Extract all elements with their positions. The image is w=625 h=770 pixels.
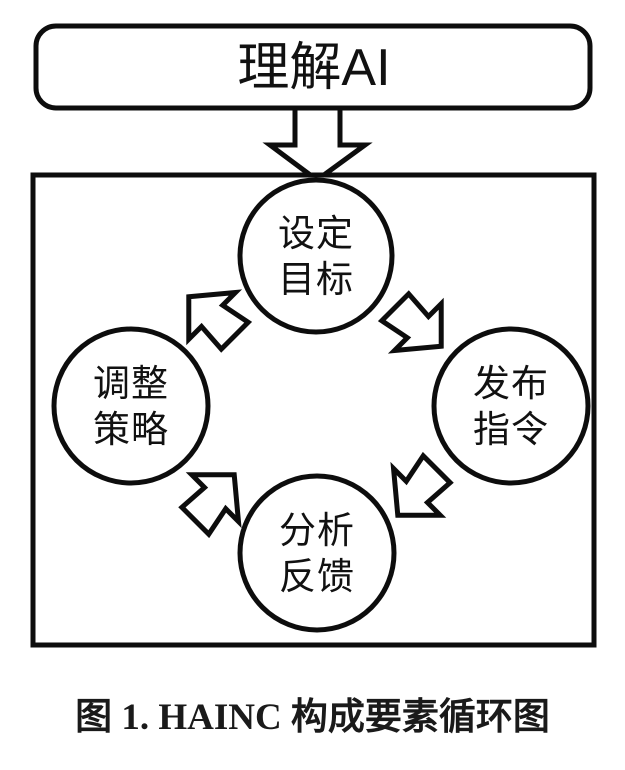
block-arrow-down-right-icon [377,290,444,354]
cycle-node-adjust-strategy[interactable]: 调整 策略 [51,326,211,486]
node-circle-issue-commands [431,326,591,486]
connector-arrow-down [262,105,373,184]
header-node: 理解AI [33,23,593,111]
node-label-adjust-strategy-line2: 策略 [93,409,169,450]
cycle-arrow-top-to-right [377,290,444,354]
node-label-issue-commands-line1: 发布 [473,363,549,404]
header-label: 理解AI [237,39,390,97]
node-circle-set-goals [237,177,395,335]
node-label-analyze-feedback-line1: 分析 [279,510,355,551]
cycle-node-set-goals[interactable]: 设定 目标 [237,177,395,335]
block-arrow-up-left-icon [178,472,242,539]
node-label-analyze-feedback-line2: 反馈 [279,556,355,597]
block-arrow-up-right-icon [186,289,253,353]
cycle-node-issue-commands[interactable]: 发布 指令 [431,326,591,486]
node-label-set-goals-line1: 设定 [278,213,354,254]
cycle-node-analyze-feedback[interactable]: 分析 反馈 [237,473,397,633]
node-label-set-goals-line2: 目标 [278,259,354,300]
cycle-arrow-bottom-to-left [178,472,242,539]
figure-caption: 图 1. HAINC 构成要素循环图 [75,697,550,738]
node-circle-analyze-feedback [237,473,397,633]
cycle-arrow-left-to-top [186,289,253,353]
cycle-arrow-right-to-bottom [390,451,454,518]
block-arrow-down-icon [262,105,373,184]
node-label-adjust-strategy-line1: 调整 [93,363,169,404]
block-arrow-down-left-icon [390,451,454,518]
node-circle-adjust-strategy [51,326,211,486]
node-label-issue-commands-line2: 指令 [473,409,549,450]
